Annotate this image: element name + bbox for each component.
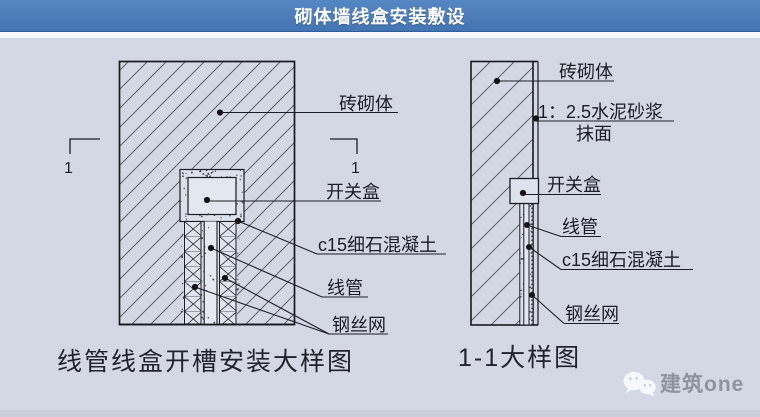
header-divider xyxy=(0,32,760,38)
watermark: 建筑one xyxy=(623,371,744,397)
section-cut-marker-right: 1 xyxy=(330,138,360,177)
page-title: 砌体墙线盒安装敷设 xyxy=(294,6,466,27)
label-conduit: 线管 xyxy=(327,278,363,298)
left-caption: 线管线盒开槽安装大样图 xyxy=(57,348,354,376)
label-wire-mesh: 钢丝网 xyxy=(565,304,619,324)
label-c15-concrete: c15细石混凝土 xyxy=(562,250,681,270)
label-mortar-line1: 1：2.5水泥砂浆 xyxy=(538,102,663,122)
section-cut-marker-left: 1 xyxy=(64,138,100,177)
right-caption: 1-1大样图 xyxy=(458,344,581,372)
right-detail-drawing: 砖砌体 1：2.5水泥砂浆 抹面 开关盒 线管 c15细石混凝土 钢丝网 1-1… xyxy=(458,60,693,372)
label-switch-box: 开关盒 xyxy=(326,182,380,202)
label-switch-box: 开关盒 xyxy=(547,175,601,195)
watermark-text: 建筑one xyxy=(660,372,744,396)
wire-mesh-strip-right xyxy=(219,221,237,325)
wechat-icon xyxy=(623,371,656,397)
header-bar: 砌体墙线盒安装敷设 xyxy=(0,0,760,32)
wire-mesh-strip-left xyxy=(184,221,202,325)
label-conduit: 线管 xyxy=(562,217,598,237)
switch-box xyxy=(187,176,237,216)
leader-lines xyxy=(194,111,446,335)
leader-dots xyxy=(493,77,540,298)
concrete-stipple xyxy=(180,169,532,324)
section-number: 1 xyxy=(64,160,73,177)
footer-band xyxy=(0,410,760,417)
left-detail-drawing: 1 1 xyxy=(57,60,446,376)
conduit xyxy=(203,221,218,324)
label-mortar-line2: 抹面 xyxy=(576,124,612,144)
leader-lines xyxy=(497,80,693,325)
leader-dots xyxy=(191,109,242,291)
label-brick-masonry: 砖砌体 xyxy=(559,62,613,82)
label-c15-concrete: c15细石混凝土 xyxy=(318,235,437,255)
label-wire-mesh: 钢丝网 xyxy=(332,315,386,335)
section-number: 1 xyxy=(351,160,360,177)
label-brick-masonry: 砖砌体 xyxy=(339,94,393,114)
